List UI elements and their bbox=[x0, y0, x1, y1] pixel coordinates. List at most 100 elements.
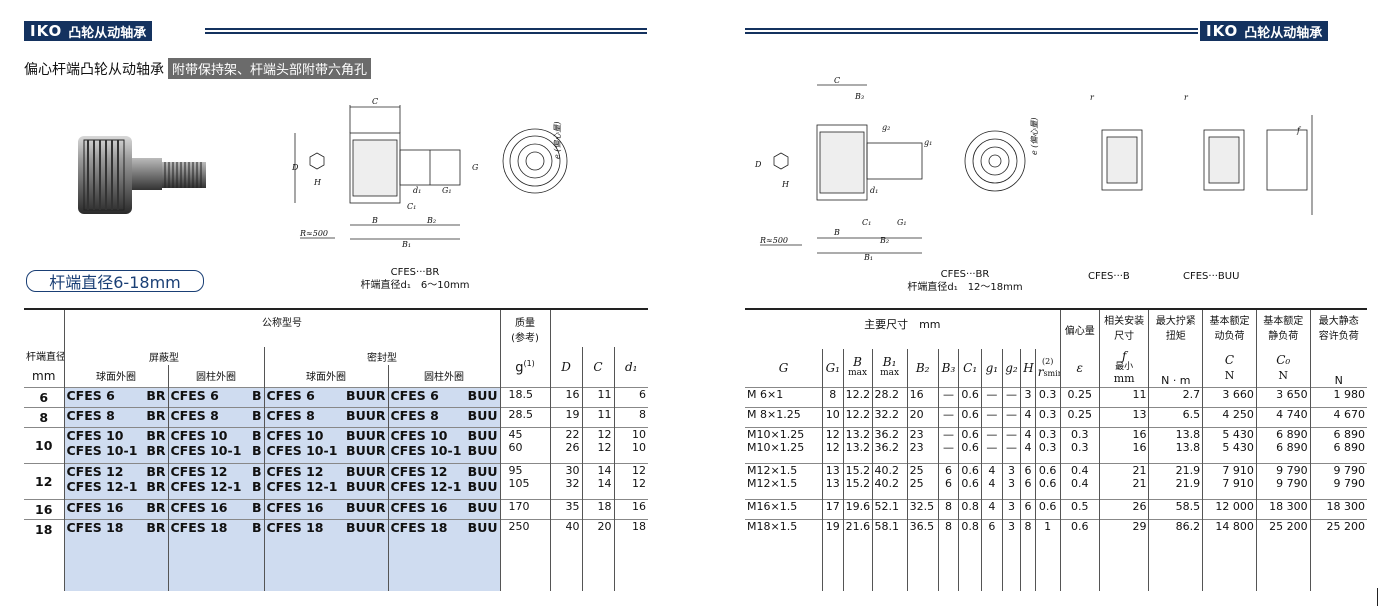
right-cell-line: 0.25 bbox=[1067, 387, 1093, 401]
d1-cell-line: 8 bbox=[639, 407, 646, 421]
right-cell-line: 4 bbox=[1024, 407, 1032, 421]
svg-text:g₂: g₂ bbox=[882, 123, 890, 132]
header-eccentricity: 偏心量 bbox=[1059, 309, 1100, 349]
filler-cell bbox=[1202, 538, 1257, 591]
right-cell-line: 0.6 bbox=[961, 407, 979, 421]
model-prefix: CFES 16 bbox=[66, 499, 124, 515]
right-table-cell: 12.2 bbox=[842, 406, 873, 427]
right-cell-line: 9 790 bbox=[1333, 463, 1366, 477]
model-suffix: B bbox=[251, 407, 262, 423]
right-cell-line: M10×1.25 bbox=[747, 440, 805, 454]
right-cell-line: 21 bbox=[1132, 476, 1147, 490]
shaft-diameter-cell: 10 bbox=[24, 426, 64, 463]
right-table-cell: —— bbox=[937, 426, 959, 463]
right-table-cell: 6 bbox=[981, 518, 1003, 539]
right-cell-line: 58.1 bbox=[874, 519, 900, 533]
right-table-cell: 3 bbox=[1001, 498, 1021, 519]
D-cell-line: 32 bbox=[565, 476, 580, 490]
right-table-cell: M 8×1.25 bbox=[745, 406, 823, 427]
right-table-cell: M18×1.5 bbox=[745, 518, 823, 539]
right-table-cell: 6.5 bbox=[1148, 406, 1203, 427]
right-cell-line: — bbox=[1005, 427, 1017, 441]
model-prefix: CFES 18 bbox=[66, 519, 124, 535]
svg-text:d₁: d₁ bbox=[413, 186, 421, 195]
header-spherical-1: 球面外圈 bbox=[63, 365, 168, 387]
d1-cell-line: 10 bbox=[632, 427, 646, 441]
right-cell-line: 16 bbox=[909, 387, 924, 401]
right-cell-line: 25 200 bbox=[1269, 519, 1308, 533]
right-table-cell: 20 bbox=[906, 406, 939, 427]
right-cell-line: M16×1.5 bbox=[747, 499, 798, 513]
C-cell-line: 20 bbox=[597, 519, 612, 533]
svg-text:B: B bbox=[833, 228, 840, 237]
right-cell-line: 14 800 bbox=[1215, 519, 1254, 533]
mass-cell: 28.5 bbox=[499, 406, 550, 427]
model-prefix: CFES 6 bbox=[266, 387, 315, 403]
right-table-cell: 3 bbox=[1020, 386, 1036, 407]
d1-cell-line: 12 bbox=[632, 463, 646, 477]
right-table-cell: 6 bbox=[1020, 498, 1036, 519]
filler-cell bbox=[1148, 538, 1203, 591]
caption-left: CFES···BR 杆端直径d₁ 6～10mm bbox=[360, 266, 470, 292]
svg-text:d₁: d₁ bbox=[870, 186, 878, 195]
svg-text:R≈500: R≈500 bbox=[299, 229, 328, 238]
right-cell-line: 0.6 bbox=[1038, 476, 1057, 490]
right-cell-line: 0.5 bbox=[1071, 499, 1089, 513]
model-prefix: CFES 12-1 bbox=[390, 478, 462, 494]
mass-cell-line: 105 bbox=[508, 476, 530, 490]
filler-cell bbox=[1309, 538, 1367, 591]
caption-left-line2: 杆端直径d₁ 6～10mm bbox=[360, 280, 470, 291]
caption-right-main: CFES···BR 杆端直径d₁ 12～18mm bbox=[905, 268, 1025, 294]
right-cell-line: 4 bbox=[988, 476, 996, 490]
D-cell-line: 40 bbox=[565, 519, 580, 533]
C-cell: 11 bbox=[581, 386, 614, 407]
right-table-cell: 14 800 bbox=[1202, 518, 1257, 539]
right-cell-line: 13.2 bbox=[845, 440, 871, 454]
right-cell-line: 0.8 bbox=[961, 519, 979, 533]
header-torque-unit: N · m bbox=[1148, 349, 1203, 387]
model-prefix: CFES 8 bbox=[170, 407, 219, 423]
right-cell-line: 8 bbox=[944, 499, 952, 513]
right-cell-line: — bbox=[942, 440, 954, 454]
right-cell-line: — bbox=[1005, 387, 1017, 401]
C-cell-line: 14 bbox=[597, 476, 612, 490]
right-cell-line: — bbox=[1005, 407, 1017, 421]
right-cell-line: 4 bbox=[1024, 427, 1032, 441]
product-subtitle: 偏心杆端凸轮从动轴承 附带保持架、杆端头部附带六角孔 bbox=[24, 58, 372, 79]
svg-text:C: C bbox=[834, 76, 840, 85]
right-cell-line: 12 000 bbox=[1215, 499, 1254, 513]
d1-cell-line: 18 bbox=[632, 519, 646, 533]
mass-note: (1) bbox=[523, 358, 535, 368]
left-header-title: 凸轮从动轴承 bbox=[68, 25, 147, 41]
right-table-cell: — bbox=[1001, 386, 1021, 407]
mass-cell: 170 bbox=[499, 498, 550, 519]
right-cell-line: 0.6 bbox=[1071, 519, 1089, 533]
filler-cell bbox=[981, 538, 1003, 591]
right-cell-line: 18 300 bbox=[1326, 499, 1366, 513]
d1-cell: 18 bbox=[613, 518, 648, 539]
subtitle-highlight: 附带保持架、杆端头部附带六角孔 bbox=[168, 58, 372, 79]
right-table-cell: 19.6 bbox=[842, 498, 873, 519]
filler-cell bbox=[1034, 538, 1061, 591]
